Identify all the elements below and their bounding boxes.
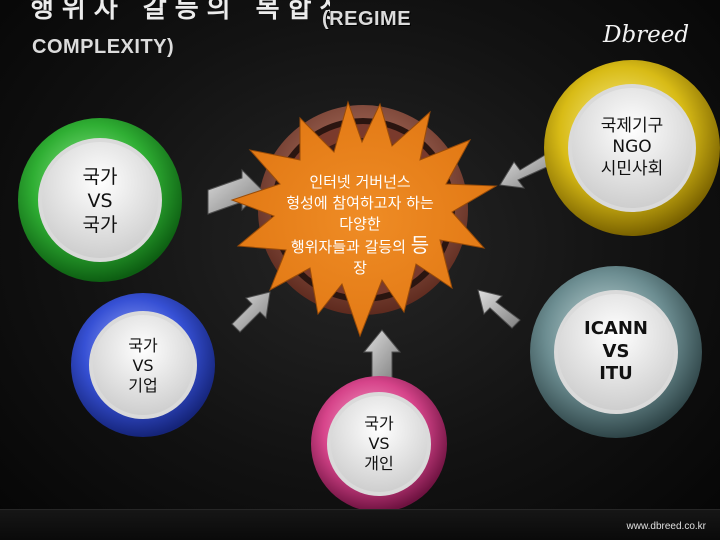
node-intl-org	[544, 60, 720, 236]
node-icann-vs-itu	[530, 266, 702, 438]
center-line-1: 인터넷 거버넌스	[309, 173, 411, 191]
node-state-vs-individual-label: 국가 VS 개인	[364, 414, 394, 473]
footer-bar	[0, 509, 720, 540]
center-line-4: 행위자들과 갈등의 등	[290, 233, 430, 257]
slide-title-english-part1: (REGIME	[322, 8, 412, 30]
node-intl-org-label: 국제기구 NGO 시민사회	[600, 116, 664, 179]
arrow-lower-left-icon	[231, 291, 271, 333]
center-star	[230, 100, 498, 338]
arrow-bottom-icon	[362, 329, 402, 379]
center-line-2: 형성에 참여하고자 하는	[286, 194, 434, 212]
footer-url: www.dbreed.co.kr	[626, 521, 706, 532]
arrow-right-icon	[499, 154, 550, 189]
arrow-lower-right-icon	[477, 289, 521, 329]
node-state-vs-state-label: 국가 VS 국가	[82, 166, 118, 236]
node-state-vs-state	[18, 118, 182, 282]
node-icann-vs-itu-label: ICANN VS ITU	[584, 318, 648, 385]
node-state-vs-company	[71, 293, 215, 437]
node-state-vs-company-label: 국가 VS 기업	[128, 336, 158, 395]
center-line-5: 장	[353, 259, 367, 277]
node-state-vs-individual	[311, 376, 447, 512]
slide-title-english-part2: COMPLEXITY)	[32, 36, 175, 58]
center-star-text: 인터넷 거버넌스 형성에 참여하고자 하는 다양한 행위자들과 갈등의 등 장	[255, 172, 465, 279]
slide-title-korean: 행위자 갈등의 복합성	[30, 0, 330, 24]
center-line-3: 다양한	[339, 215, 381, 233]
brand-logo: Dbreed	[603, 22, 690, 48]
center-trail-big: 등	[410, 233, 430, 257]
